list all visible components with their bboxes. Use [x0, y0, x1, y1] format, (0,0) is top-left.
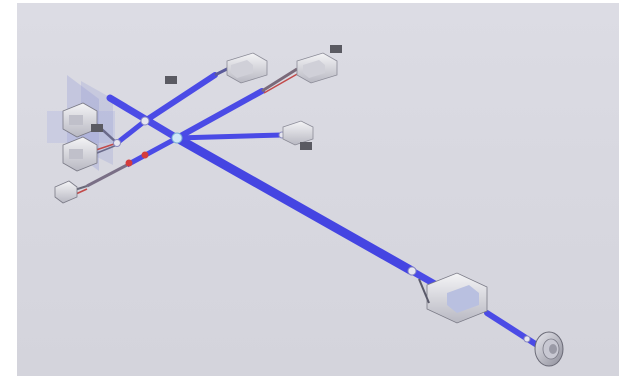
- connector-left-lower[interactable]: [62, 136, 98, 172]
- connector-top[interactable]: [226, 52, 268, 84]
- junction-node-3: [113, 139, 121, 147]
- junction-node-4: [407, 266, 417, 276]
- connector-middle-right[interactable]: [282, 120, 314, 146]
- branch-top-right[interactable]: [174, 67, 300, 141]
- junction-node-1: [140, 116, 150, 126]
- harness-scene[interactable]: [17, 3, 619, 376]
- label-tag-2[interactable]: [330, 45, 342, 53]
- junction-node-6: [523, 335, 531, 343]
- branch-middle-right[interactable]: [174, 132, 285, 141]
- label-tag-3[interactable]: [91, 124, 103, 132]
- label-tag-1[interactable]: [165, 76, 177, 84]
- connector-far-left[interactable]: [54, 180, 78, 204]
- connector-round-plug[interactable]: [534, 331, 564, 367]
- label-tag-4[interactable]: [300, 142, 312, 150]
- 3d-viewport[interactable]: [17, 3, 619, 376]
- junction-node-2: [171, 132, 183, 144]
- connector-top-right[interactable]: [296, 52, 338, 84]
- connector-inline-right[interactable]: [418, 272, 488, 324]
